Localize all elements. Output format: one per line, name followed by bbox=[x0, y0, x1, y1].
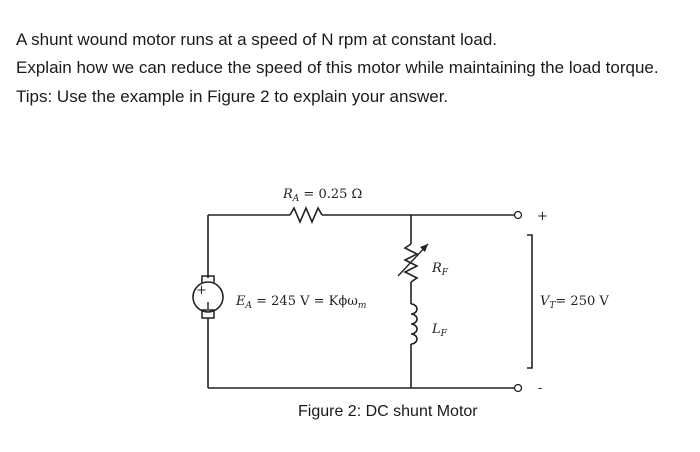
armature-circle bbox=[192, 281, 224, 313]
question-line-1: A shunt wound motor runs at a speed of N… bbox=[16, 30, 497, 49]
terminal-minus-node bbox=[513, 383, 523, 393]
lf-label: LF bbox=[431, 322, 448, 339]
terminal-minus-label: - bbox=[538, 381, 542, 396]
question-line-3: Tips: Use the example in Figure 2 to exp… bbox=[16, 87, 449, 106]
terminal-plus-node bbox=[513, 210, 523, 220]
figure-caption: Figure 2: DC shunt Motor bbox=[298, 403, 478, 420]
ea-label: EA = 245 V = Kϕωm bbox=[235, 294, 366, 311]
rheostat-arrow-head bbox=[420, 244, 428, 252]
ra-label: RA = 0.25 Ω bbox=[282, 187, 362, 204]
vt-label: VT= 250 V bbox=[540, 294, 609, 311]
source-plus-label: + bbox=[196, 283, 207, 298]
question-line-2: Explain how we can reduce the speed of t… bbox=[16, 58, 659, 77]
armature-resistor bbox=[289, 205, 323, 225]
voltage-bracket bbox=[527, 234, 533, 369]
field-inductor bbox=[410, 303, 418, 345]
rf-label: RF bbox=[431, 261, 449, 278]
terminal-plus-label: + bbox=[537, 209, 548, 224]
